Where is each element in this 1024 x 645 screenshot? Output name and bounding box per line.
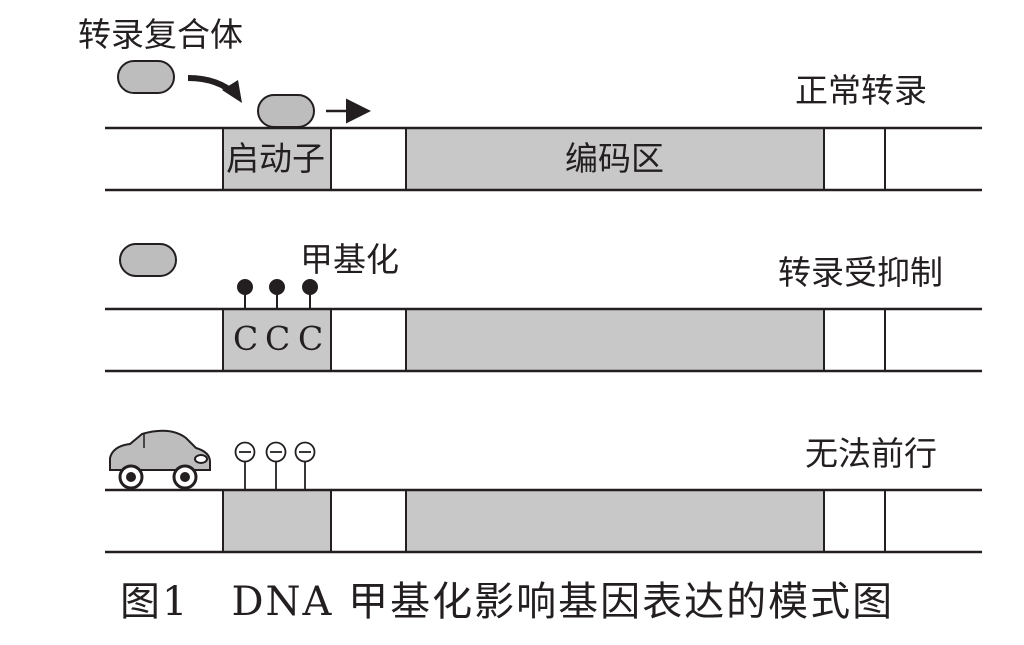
methyl-group-icon <box>302 279 318 295</box>
transcription-complex-blob <box>119 243 177 277</box>
dna-track-blocked <box>105 429 982 554</box>
transcription-complex-on-promoter <box>257 94 315 128</box>
methylated-cytosine-label: C <box>298 319 324 358</box>
transcription-complex-blob <box>117 60 175 94</box>
car-icon <box>109 429 211 490</box>
curved-arrowhead-icon <box>222 80 242 103</box>
promoter-region <box>223 490 331 552</box>
methylated-cytosine-label: C <box>233 319 259 358</box>
dna-track-normal <box>105 60 982 192</box>
cannot-proceed-label: 无法前行 <box>805 434 937 473</box>
promoter-region <box>223 309 331 371</box>
caption-text: DNA 甲基化影响基因表达的模式图 <box>231 579 895 625</box>
transcription-complex-label: 转录复合体 <box>78 15 243 54</box>
coding-region <box>406 490 824 552</box>
repressed-transcription-label: 转录受抑制 <box>778 253 943 292</box>
coding-region <box>406 128 824 190</box>
methylation-label: 甲基化 <box>300 240 399 279</box>
normal-transcription-label: 正常转录 <box>795 71 927 110</box>
figure-caption: 图1 DNA 甲基化影响基因表达的模式图 <box>120 582 894 622</box>
dna-track-repressed <box>105 243 982 373</box>
coding-region-label: 编码区 <box>565 139 664 178</box>
methyl-group-icon <box>237 279 253 295</box>
promoter-label: 启动子 <box>226 139 325 178</box>
coding-region <box>406 309 824 371</box>
promoter-region <box>223 128 331 190</box>
figure-number: 图1 <box>120 579 190 625</box>
methylated-cytosine-label: C <box>265 319 291 358</box>
methyl-group-icon <box>269 279 285 295</box>
